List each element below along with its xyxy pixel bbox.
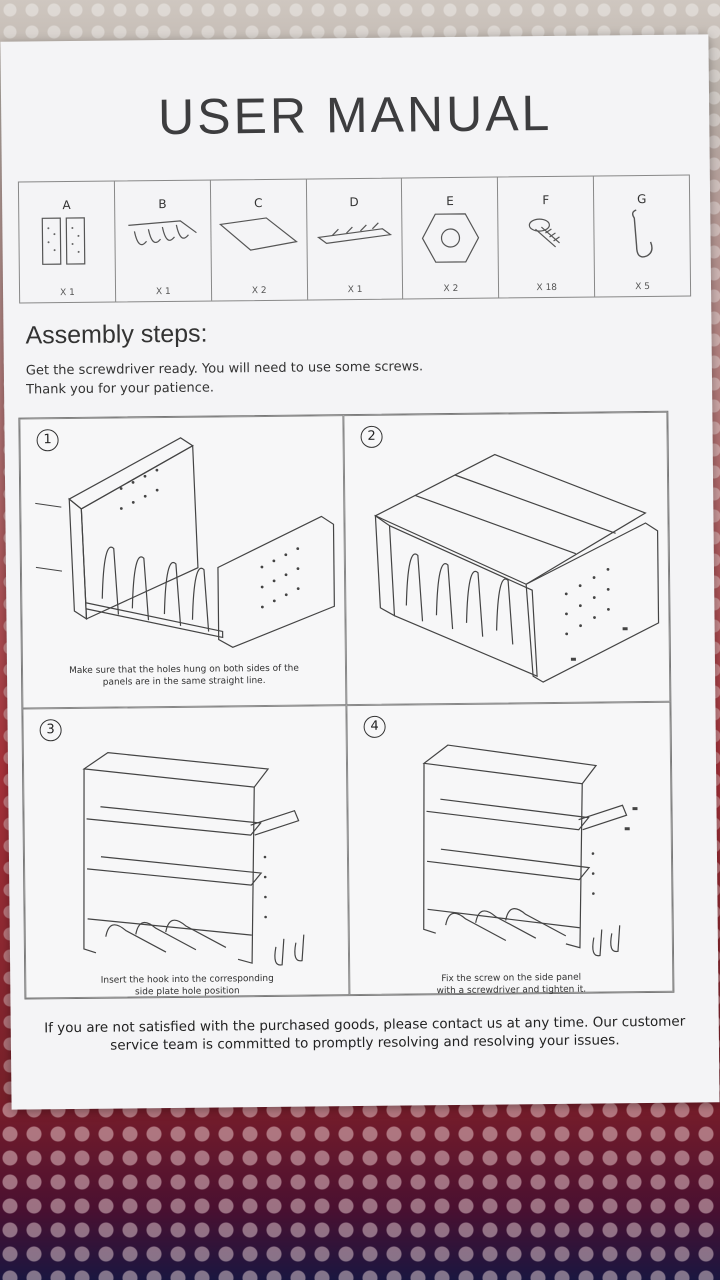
part-qty: X 1	[155, 286, 171, 298]
hook-icon	[631, 209, 653, 258]
step-2-panel: 2	[343, 411, 671, 706]
intro-text: Get the screwdriver ready. You will need…	[26, 357, 424, 399]
part-a: A X 1	[18, 181, 117, 303]
part-qty: X 5	[635, 281, 651, 293]
step-1-illustration	[35, 437, 335, 649]
part-letter: E	[446, 193, 454, 209]
step-4-illustration	[422, 744, 638, 957]
part-qty: X 1	[347, 284, 363, 296]
part-letter: G	[636, 191, 647, 207]
intro-line-2: Thank you for your patience.	[25, 380, 215, 398]
step-4-panel: 4	[346, 701, 674, 998]
parts-table: A X 1 B X 1 C X 2	[17, 174, 692, 304]
part-letter: B	[158, 197, 167, 212]
part-f: F X 18	[498, 176, 596, 298]
part-letter: F	[542, 192, 550, 208]
wire-rack-icon	[128, 220, 198, 246]
steps-grid: 1	[18, 410, 675, 1000]
step-3-caption: Insert the hook into the corresponding s…	[26, 972, 348, 999]
screw-icon	[528, 218, 560, 248]
part-qty: X 2	[443, 283, 459, 295]
step-4-caption: Fix the screw on the side panel with a s…	[350, 971, 672, 998]
assembly-steps-heading: Assembly steps:	[25, 319, 208, 350]
step-1-caption: Make sure that the holes hung on both si…	[23, 662, 345, 689]
caption-line-2: side plate hole position	[134, 986, 240, 998]
part-qty: X 1	[60, 287, 75, 299]
step-3-panel: 3 Insert the	[22, 705, 350, 999]
hex-nut-icon	[421, 213, 480, 263]
part-c: C X 2	[210, 179, 308, 301]
part-letter: D	[349, 194, 359, 210]
part-qty: X 2	[251, 285, 267, 297]
step-3-illustration	[82, 752, 305, 966]
step-2-illustration	[374, 453, 660, 683]
tool-holder-icon	[316, 222, 393, 244]
shelf-board-icon	[219, 217, 299, 251]
part-letter: C	[254, 196, 263, 211]
part-b: B X 1	[114, 180, 212, 302]
bubble-wrap-bottom	[0, 1100, 720, 1280]
part-e: E X 2	[402, 177, 500, 299]
part-letter: A	[62, 198, 71, 213]
side-panel-icon	[42, 217, 86, 265]
part-d: D X 1	[306, 178, 404, 300]
step-1-panel: 1	[19, 415, 347, 709]
caption-line-2: with a screwdriver and tighten it.	[436, 984, 587, 997]
footer-note: If you are not satisfied with the purcha…	[11, 1012, 719, 1055]
manual-title: USER MANUAL	[157, 84, 553, 146]
part-g: G X 5	[594, 176, 690, 297]
manual-sheet: USER MANUAL A X 1 B X 1 C	[0, 34, 720, 1110]
part-qty: X 18	[536, 282, 558, 294]
